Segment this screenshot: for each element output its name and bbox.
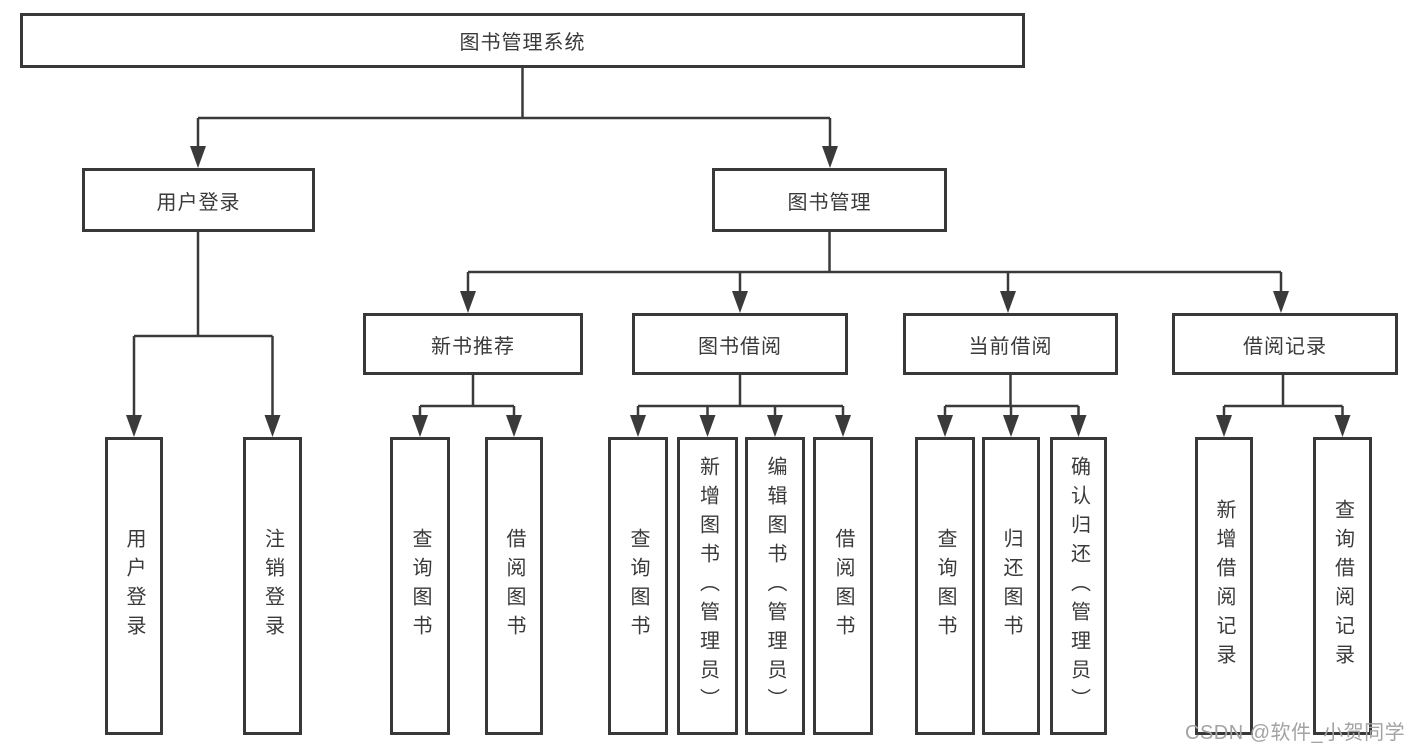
leaf-logout: 注销登录: [243, 437, 302, 735]
leaf-user-login: 用户登录: [105, 437, 163, 735]
leaf-newbook-query: 查询图书: [390, 437, 450, 735]
leaf-current-return: 归还图书: [982, 437, 1040, 735]
node-borrow-records: 借阅记录: [1172, 313, 1398, 375]
leaf-borrow-book: 借阅图书: [813, 437, 873, 735]
leaf-current-query: 查询图书: [915, 437, 975, 735]
node-root: 图书管理系统: [20, 13, 1025, 68]
leaf-borrow-query: 查询图书: [608, 437, 668, 735]
leaf-borrow-add-admin: 新增图书（管理员）: [677, 437, 738, 735]
leaf-record-query: 查询借阅记录: [1313, 437, 1372, 735]
leaf-record-add: 新增借阅记录: [1195, 437, 1253, 735]
leaf-current-confirm-admin: 确认归还（管理员）: [1050, 437, 1107, 735]
leaf-newbook-borrow: 借阅图书: [485, 437, 543, 735]
csdn-watermark: CSDN @软件_小贺同学: [1185, 722, 1405, 744]
leaf-borrow-edit-admin: 编辑图书（管理员）: [745, 437, 805, 735]
node-book-borrow: 图书借阅: [632, 313, 848, 375]
node-book-management: 图书管理: [712, 168, 947, 232]
node-current-borrow: 当前借阅: [903, 313, 1118, 375]
node-new-book-recommend: 新书推荐: [363, 313, 583, 375]
node-user-login-branch: 用户登录: [82, 168, 315, 232]
